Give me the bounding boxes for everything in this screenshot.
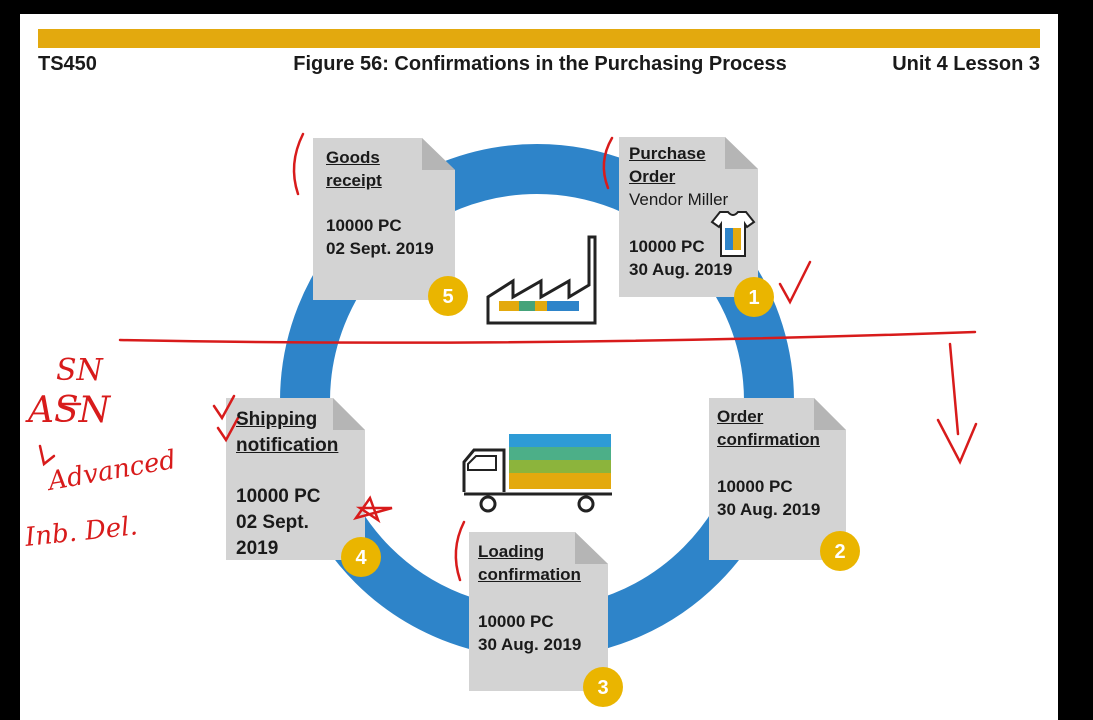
- purchase-order-date: 30 Aug. 2019: [629, 260, 733, 279]
- checkmark-4a: [212, 394, 236, 421]
- step-badge-4: 4: [341, 537, 381, 577]
- loading-confirmation-text: Loading confirmation 10000 PC 30 Aug. 20…: [478, 540, 581, 656]
- order-confirmation-date: 30 Aug. 2019: [717, 500, 821, 519]
- loading-confirmation-date: 30 Aug. 2019: [478, 635, 582, 654]
- process-cycle-diagram: 1 2 3 4 5: [23, 132, 978, 707]
- loading-confirmation-title-2: confirmation: [478, 565, 581, 584]
- order-confirmation-title-1: Order: [717, 407, 764, 426]
- tshirt-icon: [710, 211, 756, 257]
- figure-title: Figure 56: Confirmations in the Purchasi…: [293, 53, 787, 75]
- shipping-notification-text: Shipping notification 10000 PC 02 Sept. …: [236, 407, 338, 562]
- checkmark-4b: [216, 416, 240, 443]
- order-confirmation-title-2: confirmation: [717, 430, 820, 449]
- handwritten-annotations: [38, 132, 978, 582]
- bracket-goods-receipt: [292, 132, 305, 196]
- note-advanced: Advanced: [44, 445, 178, 497]
- star-mark: [352, 495, 393, 524]
- goods-receipt-title-1: Goods: [326, 148, 380, 167]
- truck-icon: [462, 434, 612, 513]
- loading-confirmation-quantity: 10000 PC: [478, 612, 554, 631]
- svg-text:2: 2: [834, 541, 845, 563]
- note-inb-del: Inb. Del.: [23, 511, 140, 553]
- goods-receipt-card: [313, 138, 455, 300]
- bracket-loading: [454, 520, 466, 582]
- shipping-notification-quantity: 10000 PC: [236, 486, 321, 507]
- down-arrow-shaft: [948, 342, 960, 436]
- step-badge-1: 1: [734, 277, 774, 317]
- purchase-order-vendor: Vendor Miller: [629, 190, 729, 209]
- step-badge-5: 5: [428, 276, 468, 316]
- note-arrow: [38, 444, 56, 467]
- shipping-notification-card: [226, 398, 365, 560]
- step-badge-3: 3: [583, 667, 623, 707]
- loading-confirmation-card: [469, 532, 608, 691]
- svg-text:1: 1: [748, 287, 759, 309]
- goods-receipt-title-2: receipt: [326, 171, 382, 190]
- note-sn: SN: [56, 353, 105, 388]
- svg-text:5: 5: [442, 286, 453, 308]
- shipping-notification-date-2: 2019: [236, 538, 279, 559]
- shipping-notification-title-2: notification: [236, 435, 339, 456]
- svg-text:3: 3: [597, 677, 608, 699]
- order-confirmation-card: [709, 398, 846, 560]
- slide: TS450 Figure 56: Confirmations in the Pu…: [20, 14, 1058, 720]
- loading-confirmation-title-1: Loading: [478, 542, 545, 561]
- divider-stroke: [118, 330, 977, 344]
- step-badge-2: 2: [820, 531, 860, 571]
- course-code: TS450: [38, 53, 97, 75]
- factory-icon: [486, 235, 597, 325]
- unit-lesson: Unit 4 Lesson 3: [892, 53, 1040, 75]
- goods-receipt-text: Goods receipt 10000 PC 02 Sept. 2019: [326, 146, 434, 260]
- shipping-notification-date-1: 02 Sept.: [236, 512, 309, 533]
- shipping-notification-title-1: Shipping: [236, 409, 318, 430]
- header-banner: [38, 29, 1040, 48]
- purchase-order-quantity: 10000 PC: [629, 237, 705, 256]
- bracket-purchase-order: [602, 136, 614, 190]
- svg-text:4: 4: [355, 547, 367, 569]
- down-arrow-head: [936, 418, 978, 465]
- note-asn: ASN: [25, 390, 112, 431]
- checkmark-1: [778, 260, 812, 305]
- goods-receipt-quantity: 10000 PC: [326, 216, 402, 235]
- purchase-order-title-1: Purchase: [629, 144, 706, 163]
- purchase-order-title-2: Order: [629, 167, 676, 186]
- goods-receipt-date: 02 Sept. 2019: [326, 239, 434, 258]
- order-confirmation-text: Order confirmation 10000 PC 30 Aug. 2019: [717, 405, 820, 521]
- order-confirmation-quantity: 10000 PC: [717, 477, 793, 496]
- purchase-order-text: Purchase Order Vendor Miller 10000 PC 30…: [629, 142, 732, 281]
